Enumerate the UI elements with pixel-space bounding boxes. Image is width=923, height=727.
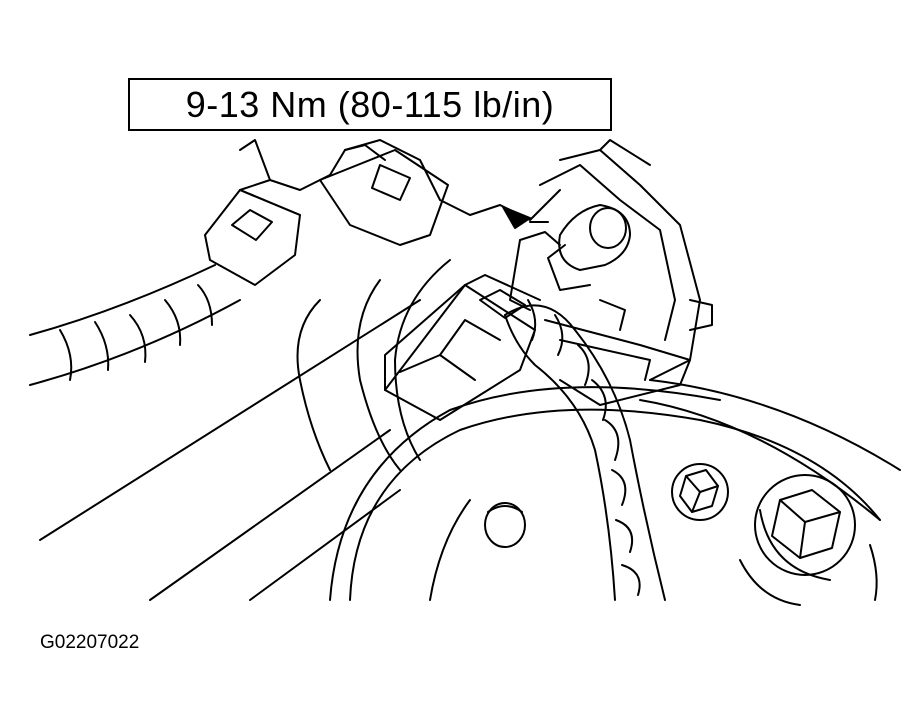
sensor-bracket — [545, 300, 690, 405]
housing-body — [40, 260, 450, 600]
torque-spec-text: 9-13 Nm (80-115 lb/in) — [185, 83, 555, 125]
left-wire-harness — [30, 265, 240, 385]
sensor-wire — [505, 300, 665, 600]
sensor-connector — [385, 275, 540, 420]
large-hex-bolt — [755, 475, 855, 580]
right-contour — [640, 380, 900, 520]
torque-spec-callout: 9-13 Nm (80-115 lb/in) — [128, 78, 612, 131]
hub-disc — [330, 387, 880, 600]
figure-code: G02207022 — [40, 632, 140, 653]
lower-arcs — [740, 545, 877, 605]
sensor-bolt — [510, 205, 630, 310]
small-hex-bolt — [672, 464, 728, 520]
left-connector — [205, 180, 300, 285]
upper-bracket-assembly — [240, 140, 712, 380]
arrow-pointer-icon — [503, 207, 548, 228]
